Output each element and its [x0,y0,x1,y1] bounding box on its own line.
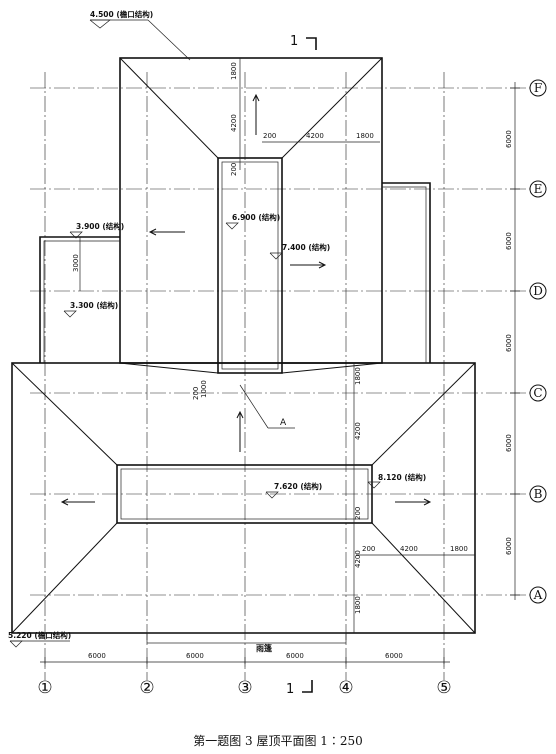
dim-bottom-4: 6000 [385,652,403,660]
dim-upper-1800-h: 1800 [356,132,374,140]
dim-lower-200-h: 200 [362,545,375,553]
slope-arrows [60,93,432,506]
level-690: 6.900 (结构) [232,212,280,222]
detail-callout: A [239,384,295,429]
dim-right-3: 6000 [505,334,513,352]
dimension-chain-right: 6000 6000 6000 6000 6000 [505,82,520,600]
level-eave-upper: 4.500 (檐口结构) [90,9,153,19]
dim-right-4: 6000 [505,434,513,452]
dim-upper-4200: 4200 [230,114,238,132]
detail-ref-label: A [280,418,287,428]
lower-roof-dimensions: 1800 4200 200 4200 1800 200 4200 1800 [353,363,475,633]
dim-lower-4200-h: 4200 [400,545,418,553]
dim-notch-1000: 1000 [200,380,208,398]
dim-lower-200: 200 [354,507,362,520]
axis-bubble-row-D: D [533,284,543,298]
axis-bubble-row-E: E [534,182,543,196]
axis-bubble-col-2: ② [139,678,154,698]
dim-right-5: 6000 [505,537,513,555]
axis-bubble-col-3: ③ [237,678,252,698]
dim-lower-1800-h: 1800 [450,545,468,553]
dim-upper-4200-h: 4200 [306,132,324,140]
dim-notch-200: 200 [192,387,200,400]
axis-bubble-col-4: ④ [338,678,353,698]
dim-upper-200-h: 200 [263,132,276,140]
dim-bottom-3: 6000 [286,652,304,660]
section-mark-top: 1 [290,34,317,50]
dim-left-3000: 3000 [72,254,80,272]
column-axis-bubbles: ① ② ③ ④ ⑤ [37,678,451,698]
level-390: 3.900 (结构) [76,221,124,231]
level-740: 7.400 (结构) [282,242,330,252]
upper-roof-dimensions: 1800 4200 200 200 4200 1800 [230,58,380,176]
dim-upper-1800: 1800 [230,62,238,80]
dim-lower-4200-top: 4200 [354,422,362,440]
misc-dimensions: 3000 1000 200 [72,237,208,400]
axis-bubble-row-B: B [534,487,543,501]
dimension-chain-bottom: 6000 6000 6000 6000 [40,652,450,667]
figure-caption: 第一题图 3 屋顶平面图 1∶250 [193,734,363,748]
level-330: 3.300 (结构) [70,300,118,310]
section-mark-bottom-label: 1 [286,682,294,697]
dim-bottom-1: 6000 [88,652,106,660]
upper-roof [119,57,383,374]
level-marks: 4.500 (檐口结构) 3.900 (结构) 3.300 (结构) 6.900… [8,9,426,648]
canopy-label: 雨篷 [256,643,273,653]
dim-right-1: 6000 [505,130,513,148]
dim-upper-200-v: 200 [230,163,238,176]
axis-bubble-row-A: A [533,588,543,602]
dim-bottom-2: 6000 [186,652,204,660]
axis-bubble-col-5: ⑤ [436,678,451,698]
row-axis-bubbles: F E D C B A [529,79,547,604]
section-mark-bottom: 1 [286,680,313,697]
level-812: 8.120 (结构) [378,472,426,482]
level-eave-lower: 5.220 (檐口结构) [8,630,71,640]
lower-roof [11,362,476,644]
axis-bubble-col-1: ① [37,678,52,698]
dim-lower-1800-bot: 1800 [354,596,362,614]
axis-bubble-row-F: F [534,81,542,95]
level-762: 7.620 (结构) [274,481,322,491]
dim-lower-4200-bot: 4200 [354,550,362,568]
dim-lower-1800-top: 1800 [354,367,362,385]
axis-bubble-row-C: C [533,386,542,400]
section-mark-top-label: 1 [290,34,298,49]
side-walls [39,182,431,363]
axis-grid [30,72,530,680]
dim-right-2: 6000 [505,232,513,250]
